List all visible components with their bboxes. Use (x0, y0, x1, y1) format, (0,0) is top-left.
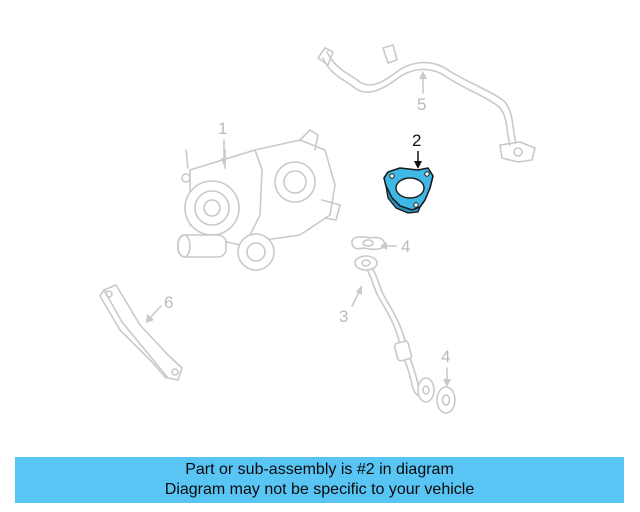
callout-4-upper: 4 (380, 237, 410, 256)
callout-2: 2 (412, 131, 422, 169)
diagram-caption-banner: Part or sub-assembly is #2 in diagram Di… (15, 457, 624, 503)
callout-5: 5 (417, 71, 427, 114)
turbocharger-part-1 (177, 129, 341, 271)
callout-6: 6 (146, 293, 173, 323)
callout-1-label: 1 (218, 119, 227, 138)
gasket-part-4-upper (351, 236, 386, 251)
callout-4-upper-label: 4 (401, 237, 410, 256)
oil-line-part-3 (354, 255, 435, 403)
callout-3-label: 3 (339, 307, 348, 326)
bracket-part-6 (99, 284, 183, 381)
callout-1: 1 (218, 119, 227, 166)
callout-3: 3 (339, 285, 362, 326)
caption-line-part-number: Part or sub-assembly is #2 in diagram (185, 461, 454, 478)
caption-line-disclaimer: Diagram may not be specific to your vehi… (164, 481, 475, 498)
callout-4-lower-label: 4 (441, 347, 450, 366)
callout-6-label: 6 (164, 293, 173, 312)
callout-5-label: 5 (417, 95, 426, 114)
callout-2-label: 2 (412, 131, 421, 150)
coolant-pipe-part-5 (317, 44, 536, 163)
callout-4-lower: 4 (441, 347, 451, 387)
gasket-part-2 (383, 167, 434, 214)
gasket-part-4-lower (436, 386, 456, 414)
